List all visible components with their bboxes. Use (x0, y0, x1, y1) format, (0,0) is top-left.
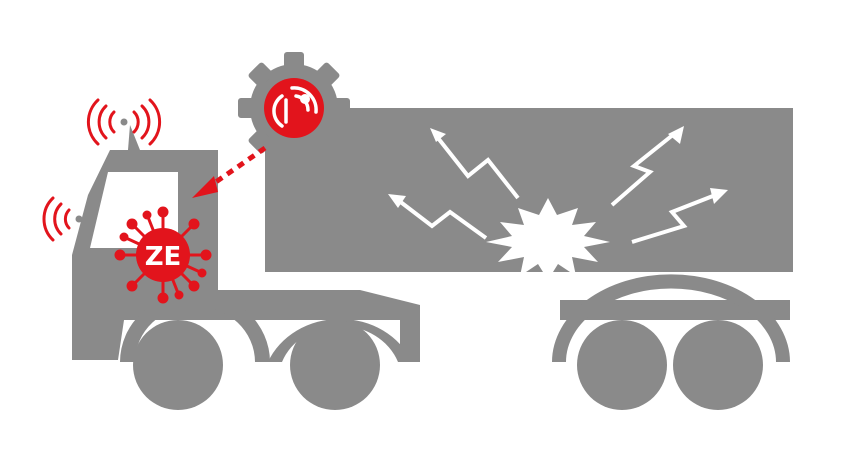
lightning-arrow-icon (396, 198, 488, 240)
roof-antenna (128, 125, 140, 150)
lightning-arrow-icon (610, 132, 676, 207)
front-wheel-arch (120, 292, 270, 362)
cab-rear-wheel (290, 320, 380, 410)
front-wheel (133, 320, 223, 410)
lightning-arrow-head (668, 126, 684, 144)
trailer-wheel-arch (552, 274, 790, 362)
lightning-arrow-icon (631, 192, 719, 244)
trailer-wheel-2 (673, 320, 763, 410)
attack-arrow (192, 145, 267, 198)
gear-with-wireless-icon (238, 52, 350, 164)
virus-icon (114, 206, 212, 304)
lightning-arrow-icon (436, 136, 520, 200)
rear-cab-wheel-arch (268, 318, 412, 362)
explosion-icon (486, 198, 610, 280)
trailer-chassis (560, 300, 790, 320)
wireless-signal-icon (86, 98, 162, 146)
lightning-arrow-head (710, 188, 728, 204)
lightning-arrow-head (430, 128, 446, 142)
virus-label: ZE (145, 242, 182, 272)
lightning-arrow-head (388, 194, 406, 208)
trailer-wheel-1 (577, 320, 667, 410)
wireless-signal-icon (42, 196, 83, 242)
